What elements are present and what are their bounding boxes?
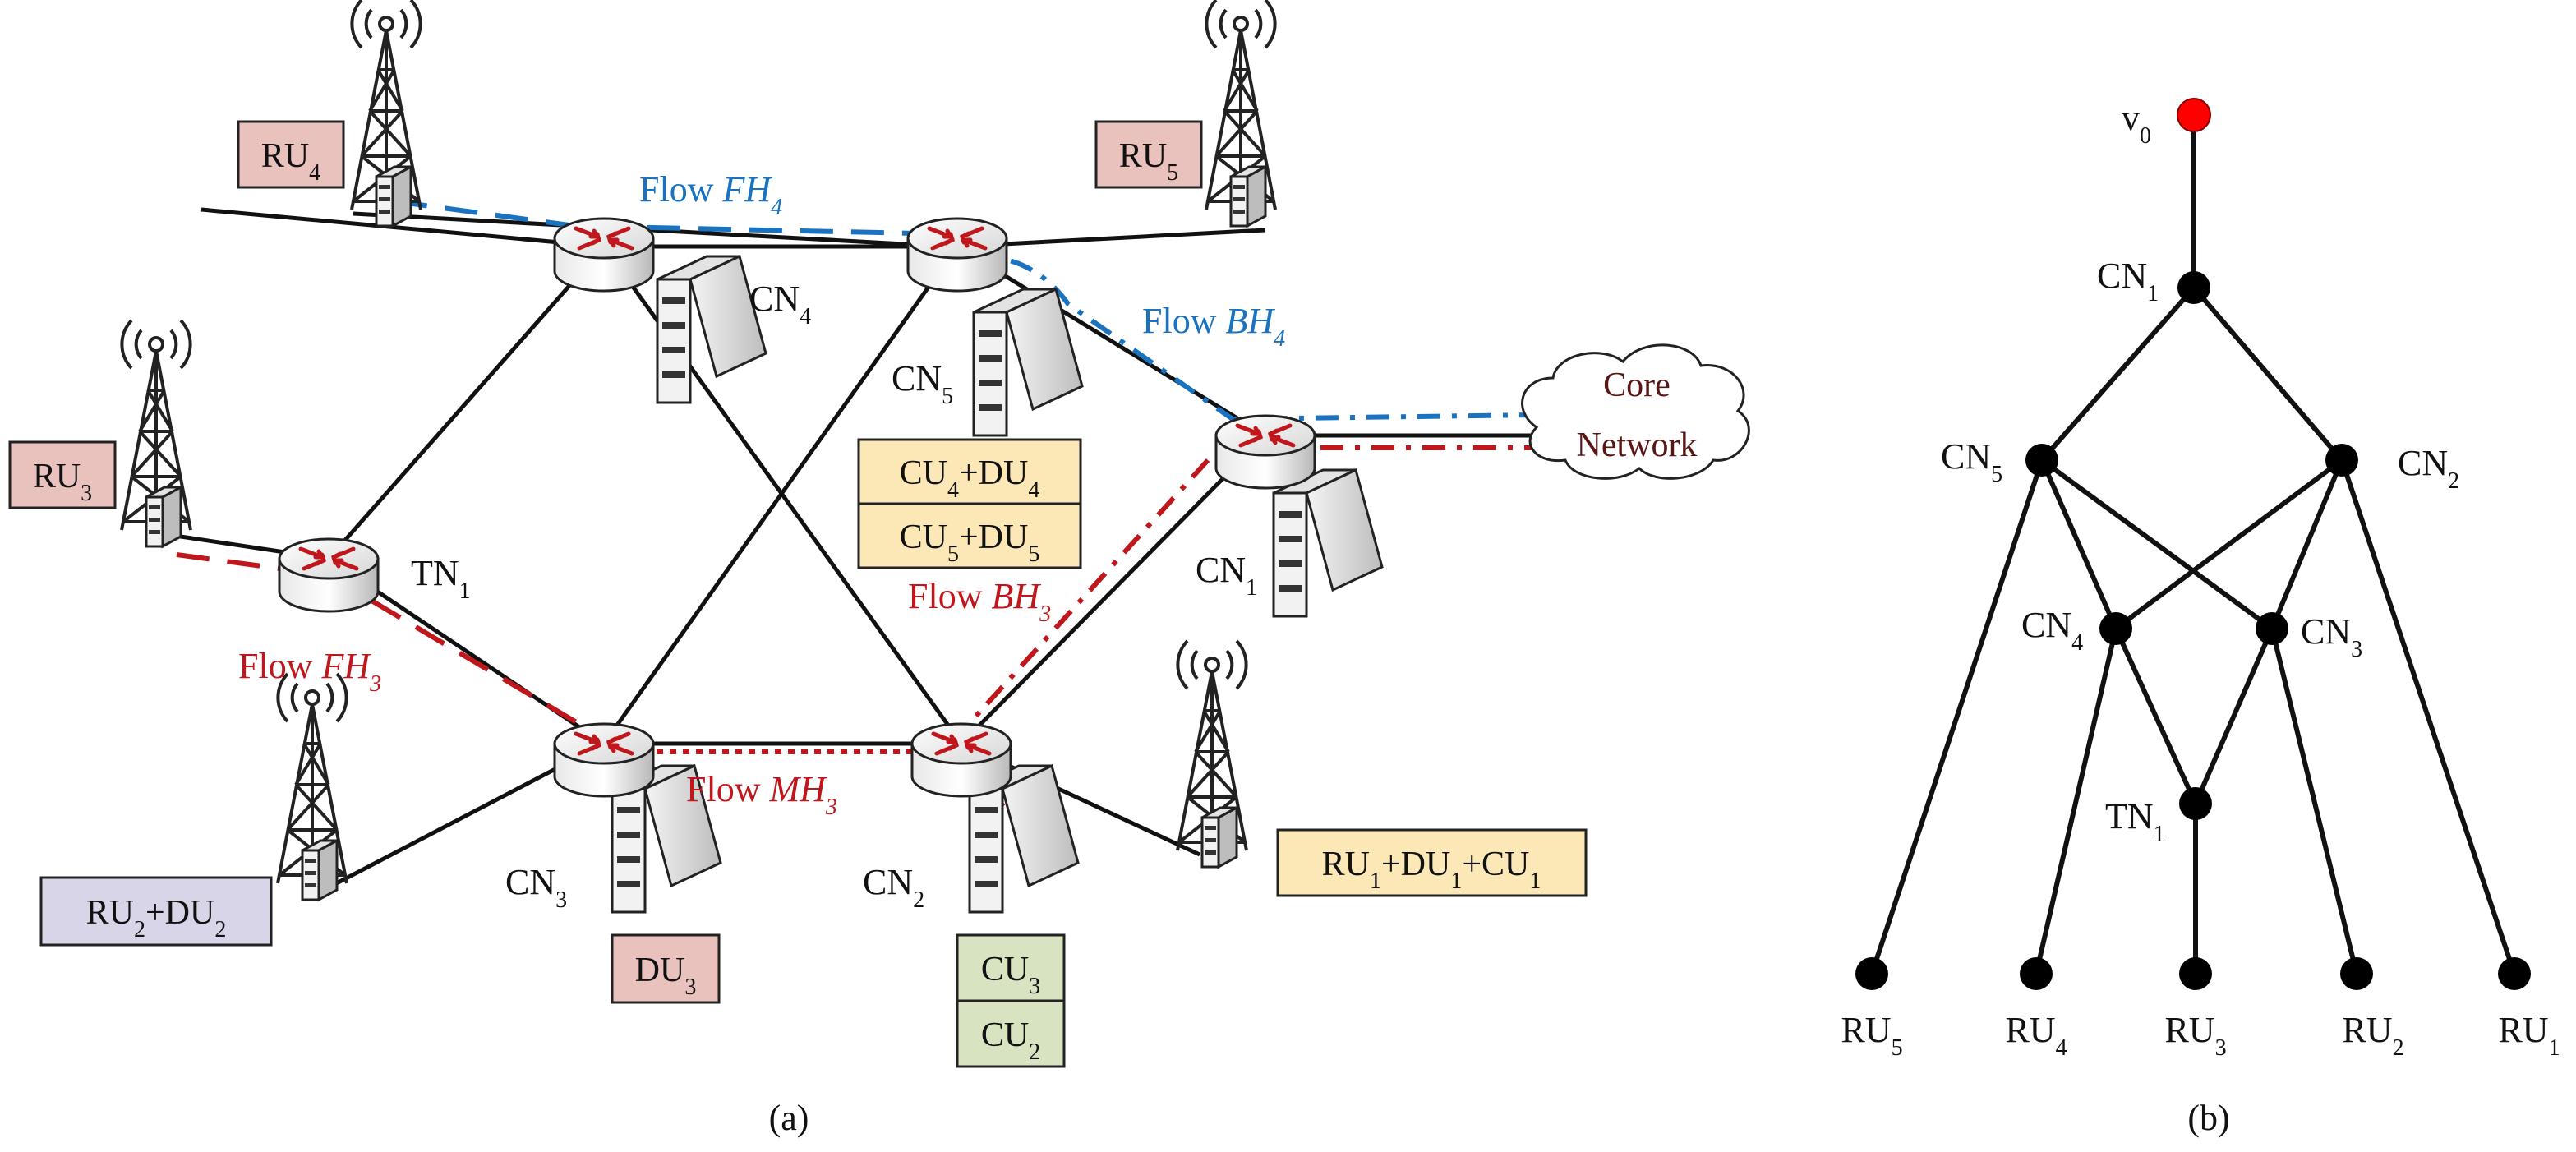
node-ru1 <box>2498 957 2531 990</box>
tree-label-ru3: RU3 <box>2164 1010 2226 1061</box>
edge-cn5-cn3 <box>2040 458 2274 631</box>
node-cn3 <box>2256 612 2288 645</box>
node-ru5 <box>1855 957 1888 990</box>
ru1-du1-cu1-box: RU1+DU1+CU1 <box>1276 828 1588 897</box>
tree-label-cn1: CN1 <box>2097 256 2159 306</box>
node-tn1 <box>2179 787 2212 820</box>
svg-text:DU3: DU3 <box>635 952 697 1000</box>
cu4-du4-box: CU4+DU4 <box>857 438 1082 505</box>
svg-text:CU3: CU3 <box>981 951 1040 999</box>
tree-nodes <box>1855 98 2531 990</box>
node-cn2 <box>2325 444 2358 477</box>
link-cn5-cn3 <box>601 245 960 745</box>
node-ru2 <box>2340 957 2373 990</box>
link-ru4-cn4 <box>200 207 605 249</box>
edge-cn4-ru4 <box>2034 628 2118 975</box>
svg-text:RU5: RU5 <box>1119 137 1178 186</box>
tree-label-ru1: RU1 <box>2498 1010 2560 1061</box>
panel-b: v0 CN1 CN5 CN2 CN4 CN3 TN1 RU5 RU4 RU3 R… <box>1841 98 2560 1138</box>
ru5-box: RU5 <box>1094 120 1203 189</box>
core-network-line1: Core <box>1603 366 1670 404</box>
cu2-box: CU2 <box>956 999 1066 1068</box>
caption-b: (b) <box>2187 1098 2229 1138</box>
tree-label-tn1: TN1 <box>2105 796 2165 847</box>
flow-bh3-path <box>967 458 1210 726</box>
cn3-router-icon <box>555 724 653 796</box>
link-cn4-tn1 <box>327 245 606 560</box>
tree-label-ru4: RU4 <box>2005 1010 2067 1061</box>
tree-label-cn4: CN4 <box>2021 605 2083 656</box>
link-cn5-ru5 <box>956 228 1266 249</box>
tree-labels: v0 CN1 CN5 CN2 CN4 CN3 TN1 RU5 RU4 RU3 R… <box>1841 98 2560 1061</box>
node-cn1 <box>2177 271 2210 304</box>
ru4-tower-icon <box>350 0 422 228</box>
core-network-cloud: Core Network <box>1521 343 1750 480</box>
label-flow-fh4: Flow FH4 <box>639 169 782 220</box>
cu3-box: CU3 <box>956 933 1066 1002</box>
label-flow-bh4: Flow BH4 <box>1142 301 1285 352</box>
edge-cn4-tn1 <box>2113 627 2198 805</box>
flow-fh3-path <box>176 552 593 734</box>
label-cn5: CN5 <box>892 358 953 409</box>
svg-text:RU1+DU1+CU1: RU1+DU1+CU1 <box>1322 846 1541 894</box>
tree-label-ru5: RU5 <box>1841 1010 1902 1061</box>
ru2-du2-box: RU2+DU2 <box>39 876 273 947</box>
edge-cn1-cn2 <box>2191 286 2344 462</box>
panel-a: Core Network RU4 RU5 <box>8 0 1750 1138</box>
core-network-line2: Network <box>1577 426 1698 464</box>
svg-text:CU4+DU4: CU4+DU4 <box>900 454 1040 503</box>
cn5-router-icon <box>908 219 1007 291</box>
edge-cn2-ru1 <box>2339 459 2517 975</box>
ru3-box: RU3 <box>8 440 117 509</box>
ru3-tower-icon <box>120 319 192 548</box>
ru4-box: RU4 <box>237 120 345 189</box>
edge-cn1-cn5 <box>2039 286 2196 462</box>
node-v0 <box>2177 98 2211 132</box>
cn1-router-icon <box>1216 416 1315 488</box>
tree-edges <box>1869 115 2517 975</box>
edge-cn2-cn4 <box>2114 458 2343 631</box>
edge-cn5-ru5 <box>1869 459 2044 975</box>
label-flow-fh3: Flow FH3 <box>238 646 381 697</box>
caption-a: (a) <box>769 1098 809 1138</box>
tree-label-ru2: RU2 <box>2342 1010 2403 1061</box>
tn1-router-icon <box>279 539 378 611</box>
node-cn5 <box>2025 444 2058 477</box>
cu5-du5-box: CU5+DU5 <box>857 502 1082 569</box>
edge-cn3-ru2 <box>2270 628 2359 975</box>
node-ru4 <box>2020 957 2053 990</box>
edge-cn3-tn1 <box>2193 627 2274 805</box>
ru1-tower-icon <box>1176 639 1248 869</box>
node-cn4 <box>2099 612 2132 645</box>
ru5-tower-icon <box>1205 0 1277 228</box>
label-cn1: CN1 <box>1196 550 1257 601</box>
du3-box: DU3 <box>611 933 721 1004</box>
tree-label-cn5: CN5 <box>1941 436 2002 487</box>
cn2-router-icon <box>912 724 1011 796</box>
label-cn3: CN3 <box>505 862 567 913</box>
cn4-router-icon <box>555 219 653 291</box>
link-cn5-cn1 <box>956 244 1267 438</box>
svg-text:RU2+DU2: RU2+DU2 <box>86 894 227 942</box>
node-ru3 <box>2179 957 2212 990</box>
cn1-server-icon <box>1272 468 1384 618</box>
svg-text:RU3: RU3 <box>33 458 92 506</box>
label-cn4: CN4 <box>749 279 811 329</box>
edge-cn5-cn4 <box>2039 458 2118 630</box>
tree-label-cn3: CN3 <box>2301 611 2362 662</box>
svg-text:RU4: RU4 <box>261 137 320 186</box>
label-flow-bh3: Flow BH3 <box>908 576 1051 627</box>
svg-text:CU5+DU5: CU5+DU5 <box>900 518 1040 567</box>
label-cn2: CN2 <box>863 862 924 913</box>
edge-cn2-cn3 <box>2270 458 2344 630</box>
label-flow-mh3: Flow MH3 <box>686 769 837 820</box>
link-cn1-cn2 <box>960 434 1267 745</box>
tree-label-v0: v0 <box>2122 98 2151 149</box>
label-tn1: TN1 <box>411 553 471 604</box>
svg-text:CU2: CU2 <box>981 1016 1040 1065</box>
ru2-tower-icon <box>276 672 348 901</box>
tree-label-cn2: CN2 <box>2398 443 2459 494</box>
